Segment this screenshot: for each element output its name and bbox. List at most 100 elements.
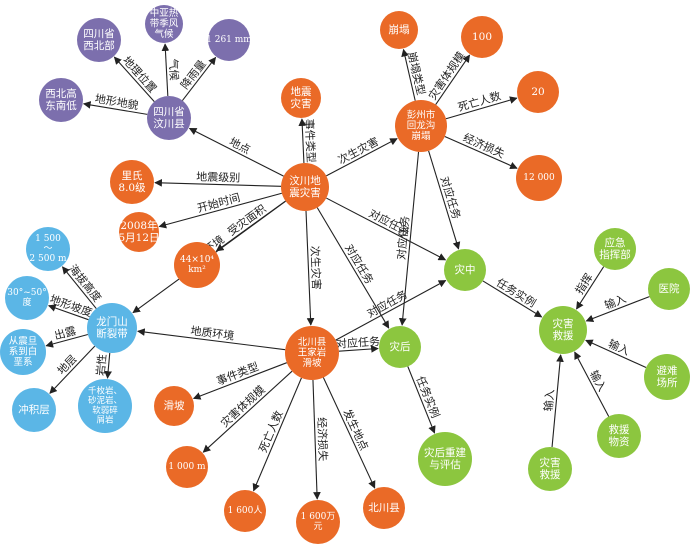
node-circle xyxy=(208,19,250,61)
node-label: 灾后 xyxy=(390,340,411,353)
edges-layer: 地点地理位置气候降雨量地形地貌事件类型次生灾害崩塌类型灾害体规模死亡人数经济损失… xyxy=(45,43,650,500)
node-label: 四川省 xyxy=(153,105,185,118)
edge-line xyxy=(181,56,217,101)
node-label: km² xyxy=(188,265,206,275)
node-collapse[interactable]: 崩塌 xyxy=(380,11,418,49)
edge-line xyxy=(585,339,647,369)
edge-line xyxy=(113,56,155,102)
node-100[interactable]: 100 xyxy=(461,16,503,58)
node-label: 地震 xyxy=(291,85,312,98)
node-label: 断裂带 xyxy=(96,327,128,340)
edge-label: 事件类型 xyxy=(302,118,318,163)
edge-line xyxy=(188,127,284,177)
edge-line xyxy=(325,138,398,177)
node-slope[interactable]: 30°~50°度 xyxy=(5,276,49,320)
node-circle xyxy=(154,386,194,426)
edge-line xyxy=(326,197,447,261)
node-label: 四川省 xyxy=(83,27,115,40)
node-label: 8.0级 xyxy=(118,182,146,194)
node-1000m[interactable]: 1 000 m xyxy=(166,446,208,488)
node-label: 垩系 xyxy=(13,357,32,368)
node-during[interactable]: 灾中 xyxy=(444,249,486,291)
node-label: 5月12日 xyxy=(118,232,159,244)
node-circle xyxy=(418,432,472,486)
node-label: 震灾害 xyxy=(289,186,321,199)
node-label: 12 000 xyxy=(523,173,555,183)
node-1261[interactable]: 1 261 mm xyxy=(206,19,252,61)
node-label: 北川县 xyxy=(368,502,400,514)
node-20[interactable]: 20 xyxy=(517,71,559,113)
node-circle xyxy=(119,212,159,252)
edge-line xyxy=(312,379,321,500)
node-alt[interactable]: 1 500～2 500 m xyxy=(26,227,70,271)
edge-line xyxy=(576,266,605,310)
node-label: 从震旦 xyxy=(9,336,38,347)
node-1600[interactable]: 1 600人 xyxy=(224,490,266,532)
edge-label: 输入 xyxy=(602,291,628,312)
node-circle xyxy=(363,487,405,529)
edge-line xyxy=(316,207,390,329)
node-label: 与评估 xyxy=(429,458,461,471)
edge-label: 地层 xyxy=(55,352,80,377)
node-label: 1 500 xyxy=(35,234,61,244)
edge-label: 岩性 xyxy=(93,353,109,376)
edge-hosp-rescue: 输入 xyxy=(585,291,650,323)
node-12000[interactable]: 12 000 xyxy=(516,155,562,201)
node-circle xyxy=(379,326,421,368)
node-circle xyxy=(166,446,208,488)
node-beichuan[interactable]: 北川县 xyxy=(363,487,405,529)
edge-line xyxy=(49,345,96,394)
node-hosp[interactable]: 医院 xyxy=(648,268,690,310)
node-label: 1 600人 xyxy=(228,505,263,516)
node-circle xyxy=(26,227,70,271)
node-label: 44×10⁴ xyxy=(180,255,214,265)
node-label: 物资 xyxy=(609,435,630,448)
node-circle xyxy=(516,155,562,201)
node-label: 系到白 xyxy=(9,346,38,358)
node-label: 气候 xyxy=(154,28,174,40)
edge-wangjia-beichuan: 发生地点 xyxy=(322,377,376,489)
node-label: 2008年 xyxy=(120,219,157,232)
node-label: 汶川地 xyxy=(289,174,321,187)
node-circle xyxy=(648,268,690,310)
node-mag[interactable]: 里氏8.0级 xyxy=(110,160,154,204)
node-label: 崩塌 xyxy=(389,23,410,36)
edge-label: 开始时间 xyxy=(196,190,242,215)
edge-line xyxy=(428,150,461,250)
node-label: 救援 xyxy=(609,423,630,436)
node-circle xyxy=(110,160,154,204)
node-label: 避难 xyxy=(657,364,678,377)
node-after[interactable]: 灾后 xyxy=(379,326,421,368)
node-circle xyxy=(87,303,137,353)
edge-label: 对应任务 xyxy=(336,334,381,351)
edge-wenchuan-sichuan_nw: 地理位置 xyxy=(113,53,160,102)
node-alluvial[interactable]: 冲积层 xyxy=(12,388,56,432)
edge-label: 灾害体规模 xyxy=(425,49,468,102)
edge-label: 发生地点 xyxy=(340,407,371,453)
node-label: 救援 xyxy=(553,329,574,342)
node-landslide[interactable]: 滑坡 xyxy=(154,386,194,426)
edge-label: 指挥 xyxy=(572,271,596,297)
node-circle xyxy=(296,500,340,544)
node-label: 回龙沟 xyxy=(407,120,436,132)
